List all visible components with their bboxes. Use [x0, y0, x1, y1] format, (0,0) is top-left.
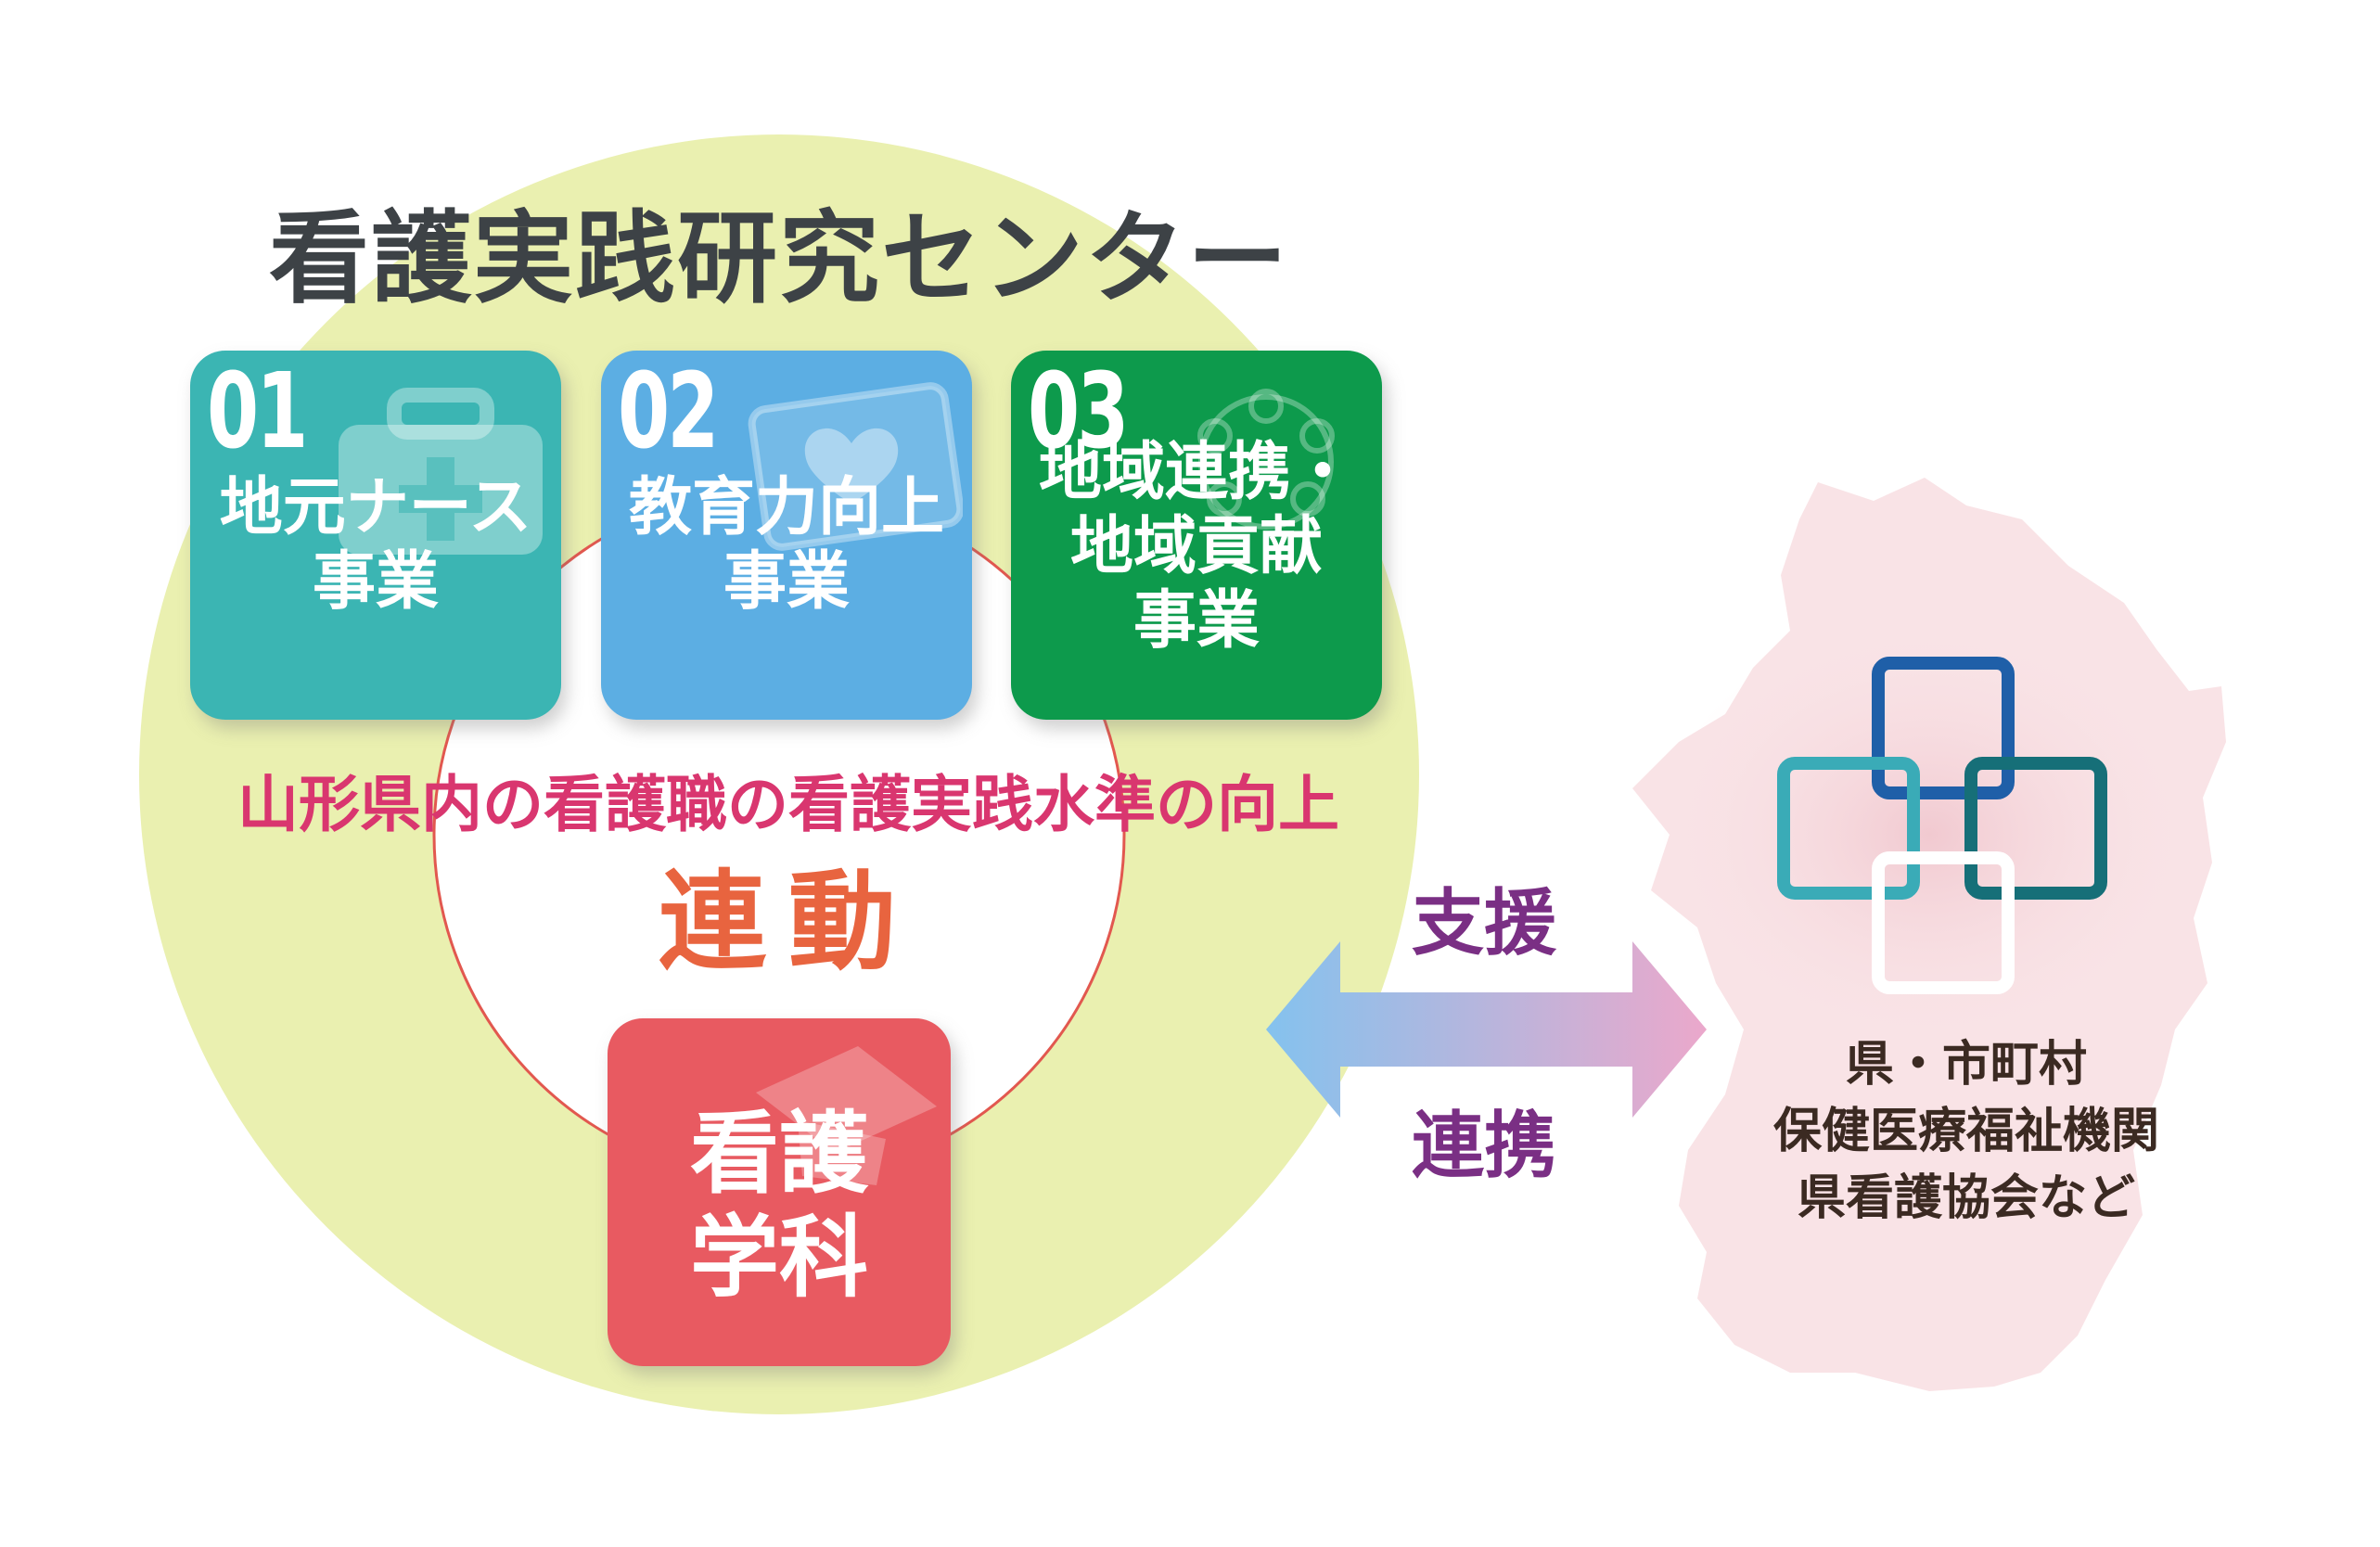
- bidirectional-arrow-icon: [1266, 941, 1707, 1118]
- project-card-03: 03 地域連携・ 地域貢献 事業: [1011, 351, 1382, 720]
- graduation-cap-icon: [756, 1046, 937, 1185]
- community-people-icon: [1197, 389, 1335, 530]
- project-card-01: 01 地元ナース 事業: [190, 351, 561, 720]
- map-glow: [1660, 621, 2198, 1048]
- project-card-02: 02 教育力向上 事業: [601, 351, 972, 720]
- medical-kit-icon: [339, 388, 543, 555]
- project-label: 地元ナース 事業: [219, 471, 532, 619]
- project-number: 03: [1028, 352, 1129, 472]
- partner-organizations: 県・市町村 保健医療福祉機関 県看護協会など: [1697, 1031, 2235, 1254]
- nursing-department-card: 看護 学科: [608, 1018, 951, 1366]
- heart-card-icon: [748, 382, 963, 551]
- linked-label: 連動: [659, 860, 918, 985]
- partner-line: 保健医療福祉機関: [1772, 1104, 2159, 1159]
- cooperation-label: 連携: [1411, 1105, 1556, 1188]
- goal-text: 山形県内の看護職の看護実践水準の向上: [237, 769, 1339, 840]
- support-label: 支援: [1411, 882, 1556, 965]
- project-label: 地域連携・ 地域貢献 事業: [1038, 436, 1354, 658]
- partner-line: 県・市町村: [1845, 1037, 2087, 1093]
- partner-line: 県看護協会など: [1797, 1170, 2135, 1226]
- project-number: 02: [618, 352, 719, 472]
- department-label: 看護 学科: [690, 1102, 868, 1310]
- center-title: 看護実践研究センター: [269, 201, 1290, 317]
- project-label: 教育力向上 事業: [628, 471, 944, 619]
- project-number: 01: [207, 352, 308, 472]
- network-logo-icon: [1777, 657, 2107, 994]
